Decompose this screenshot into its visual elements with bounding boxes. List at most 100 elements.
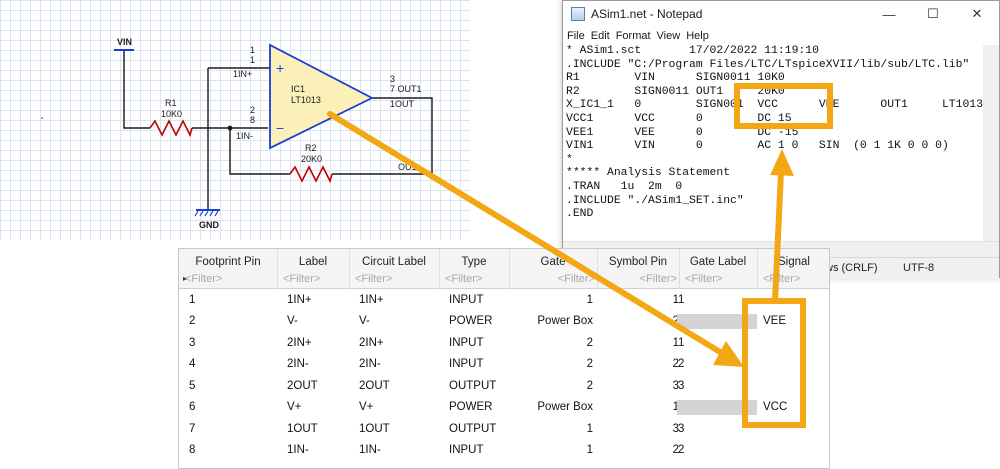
menu-edit[interactable]: Edit — [590, 30, 610, 42]
column-header-gate-label[interactable]: Gate Label — [689, 256, 747, 268]
cell-type[interactable]: INPUT — [449, 336, 484, 349]
column-header-label[interactable]: Label — [298, 256, 328, 268]
cell-signal[interactable] — [763, 332, 823, 353]
cell-footprint-pin[interactable]: 5 — [189, 379, 196, 392]
menu-view[interactable]: View — [656, 30, 681, 42]
opamp-icon[interactable] — [269, 43, 374, 150]
cell-label[interactable]: 1OUT — [287, 422, 318, 435]
cell-gate[interactable]: 1 — [586, 293, 593, 306]
menu-format[interactable]: Format — [615, 30, 651, 42]
column-divider[interactable] — [349, 249, 350, 289]
cell-label[interactable]: 2IN+ — [287, 336, 312, 349]
cell-type[interactable]: POWER — [449, 315, 493, 327]
cell-circuit-label[interactable]: 2IN- — [359, 358, 381, 370]
cell-gate[interactable]: 2 — [586, 379, 593, 392]
cell-symbol-pin[interactable]: 3 — [672, 379, 679, 392]
close-button[interactable]: ✕ — [971, 6, 983, 21]
minimize-button[interactable]: — — [882, 6, 896, 22]
cell-circuit-label[interactable]: 1OUT — [359, 422, 390, 435]
column-header-type[interactable]: Type — [461, 256, 487, 268]
cell-symbol-pin[interactable]: 3 — [672, 422, 679, 435]
cell-footprint-pin[interactable]: 3 — [189, 336, 196, 349]
resistor-r2-icon[interactable] — [289, 165, 333, 184]
cell-label[interactable]: V+ — [287, 401, 302, 413]
cell-circuit-label[interactable]: V- — [359, 315, 370, 327]
cell-symbol-pin[interactable]: 1 — [672, 401, 679, 413]
column-header-gate[interactable]: Gate — [540, 256, 566, 268]
cell-label[interactable]: 1IN- — [287, 444, 309, 456]
cell-gate[interactable]: 2 — [586, 358, 593, 370]
cell-footprint-pin[interactable]: 8 — [189, 444, 196, 456]
column-header-circuit-label[interactable]: Circuit Label — [362, 256, 426, 268]
cell-signal[interactable]: VCC — [763, 401, 788, 413]
cell-label[interactable]: 2IN- — [287, 358, 309, 370]
cell-symbol-pin[interactable]: 2 — [672, 444, 679, 456]
cell-gate-label[interactable]: 2 — [678, 444, 685, 456]
cell-label[interactable]: V- — [287, 315, 298, 327]
cell-gate[interactable]: 1 — [586, 422, 593, 435]
column-header-symbol-pin[interactable]: Symbol Pin — [608, 256, 668, 268]
cell-type[interactable]: POWER — [449, 401, 493, 413]
cell-signal[interactable]: VEE — [763, 315, 787, 327]
cell-circuit-label[interactable]: 1IN- — [359, 444, 381, 456]
cell-circuit-label[interactable]: 2OUT — [359, 379, 390, 392]
notepad-window[interactable]: ASim1.net - Notepad — ☐ ✕ File Edit Form… — [562, 0, 1000, 279]
menu-help[interactable]: Help — [686, 30, 709, 42]
column-divider[interactable] — [439, 249, 440, 289]
cell-gate-label[interactable]: 2 — [678, 358, 685, 370]
cell-symbol-pin[interactable]: 2 — [672, 315, 679, 327]
cell-type[interactable]: OUTPUT — [449, 379, 497, 392]
cell-type[interactable]: INPUT — [449, 358, 484, 370]
table-row[interactable]: 2 V- V- POWER Power Box 2 VEE — [179, 311, 829, 332]
resistor-r1-icon[interactable] — [149, 119, 193, 138]
cell-gate[interactable]: Power Box — [537, 315, 593, 327]
column-header-footprint-pin[interactable]: Footprint Pin — [195, 256, 261, 268]
filter-input[interactable]: <Filter> — [763, 273, 801, 285]
cell-circuit-label[interactable]: 1IN+ — [359, 293, 384, 306]
vertical-scrollbar[interactable] — [983, 45, 999, 241]
schematic-canvas[interactable]: VIN R1 10K0 R2 20K0 OU1 GND + − IC1 LT10… — [0, 0, 470, 240]
cell-gate[interactable]: 1 — [586, 444, 593, 456]
column-divider[interactable] — [509, 249, 510, 289]
notepad-titlebar[interactable]: ASim1.net - Notepad — ☐ ✕ — [563, 1, 999, 27]
cell-gate[interactable]: Power Box — [537, 401, 593, 413]
column-divider[interactable] — [597, 249, 598, 289]
column-divider[interactable] — [679, 249, 680, 289]
cell-footprint-pin[interactable]: 1 — [189, 293, 196, 306]
cell-gate[interactable]: 2 — [586, 336, 593, 349]
cell-signal[interactable] — [763, 354, 823, 375]
cell-type[interactable]: INPUT — [449, 444, 484, 456]
notepad-text-area[interactable]: * ASim1.sct 17/02/2022 11:19:10.INCLUDE … — [563, 45, 983, 241]
cell-gate-label[interactable]: 3 — [678, 422, 685, 435]
pin-mapping-table[interactable]: Footprint Pin <Filter> Label <Filter> Circui… — [178, 248, 830, 469]
maximize-button[interactable]: ☐ — [927, 6, 939, 21]
cell-footprint-pin[interactable]: 4 — [189, 358, 196, 370]
filter-input[interactable]: <Filter> — [685, 273, 723, 285]
cell-label[interactable]: 1IN+ — [287, 293, 312, 306]
cell-signal[interactable] — [763, 440, 823, 461]
filter-input[interactable]: <Filter> — [283, 273, 321, 285]
column-divider[interactable] — [757, 249, 758, 289]
cell-circuit-label[interactable]: 2IN+ — [359, 336, 384, 349]
cell-gate-label[interactable]: 3 — [678, 379, 685, 392]
filter-input[interactable]: <Filter> — [445, 273, 483, 285]
cell-symbol-pin[interactable]: 1 — [672, 336, 679, 349]
column-divider[interactable] — [277, 249, 278, 289]
cell-gate-label[interactable]: 1 — [678, 336, 685, 349]
cell-gate-label[interactable] — [678, 311, 742, 332]
cell-type[interactable]: OUTPUT — [449, 422, 497, 435]
filter-input[interactable]: <Filter> — [557, 273, 595, 285]
menu-file[interactable]: File — [567, 30, 585, 42]
cell-symbol-pin[interactable]: 2 — [672, 358, 679, 370]
cell-footprint-pin[interactable]: 2 — [189, 315, 196, 327]
cell-signal[interactable] — [763, 375, 823, 396]
cell-footprint-pin[interactable]: 7 — [189, 422, 196, 435]
cell-signal[interactable] — [763, 418, 823, 439]
